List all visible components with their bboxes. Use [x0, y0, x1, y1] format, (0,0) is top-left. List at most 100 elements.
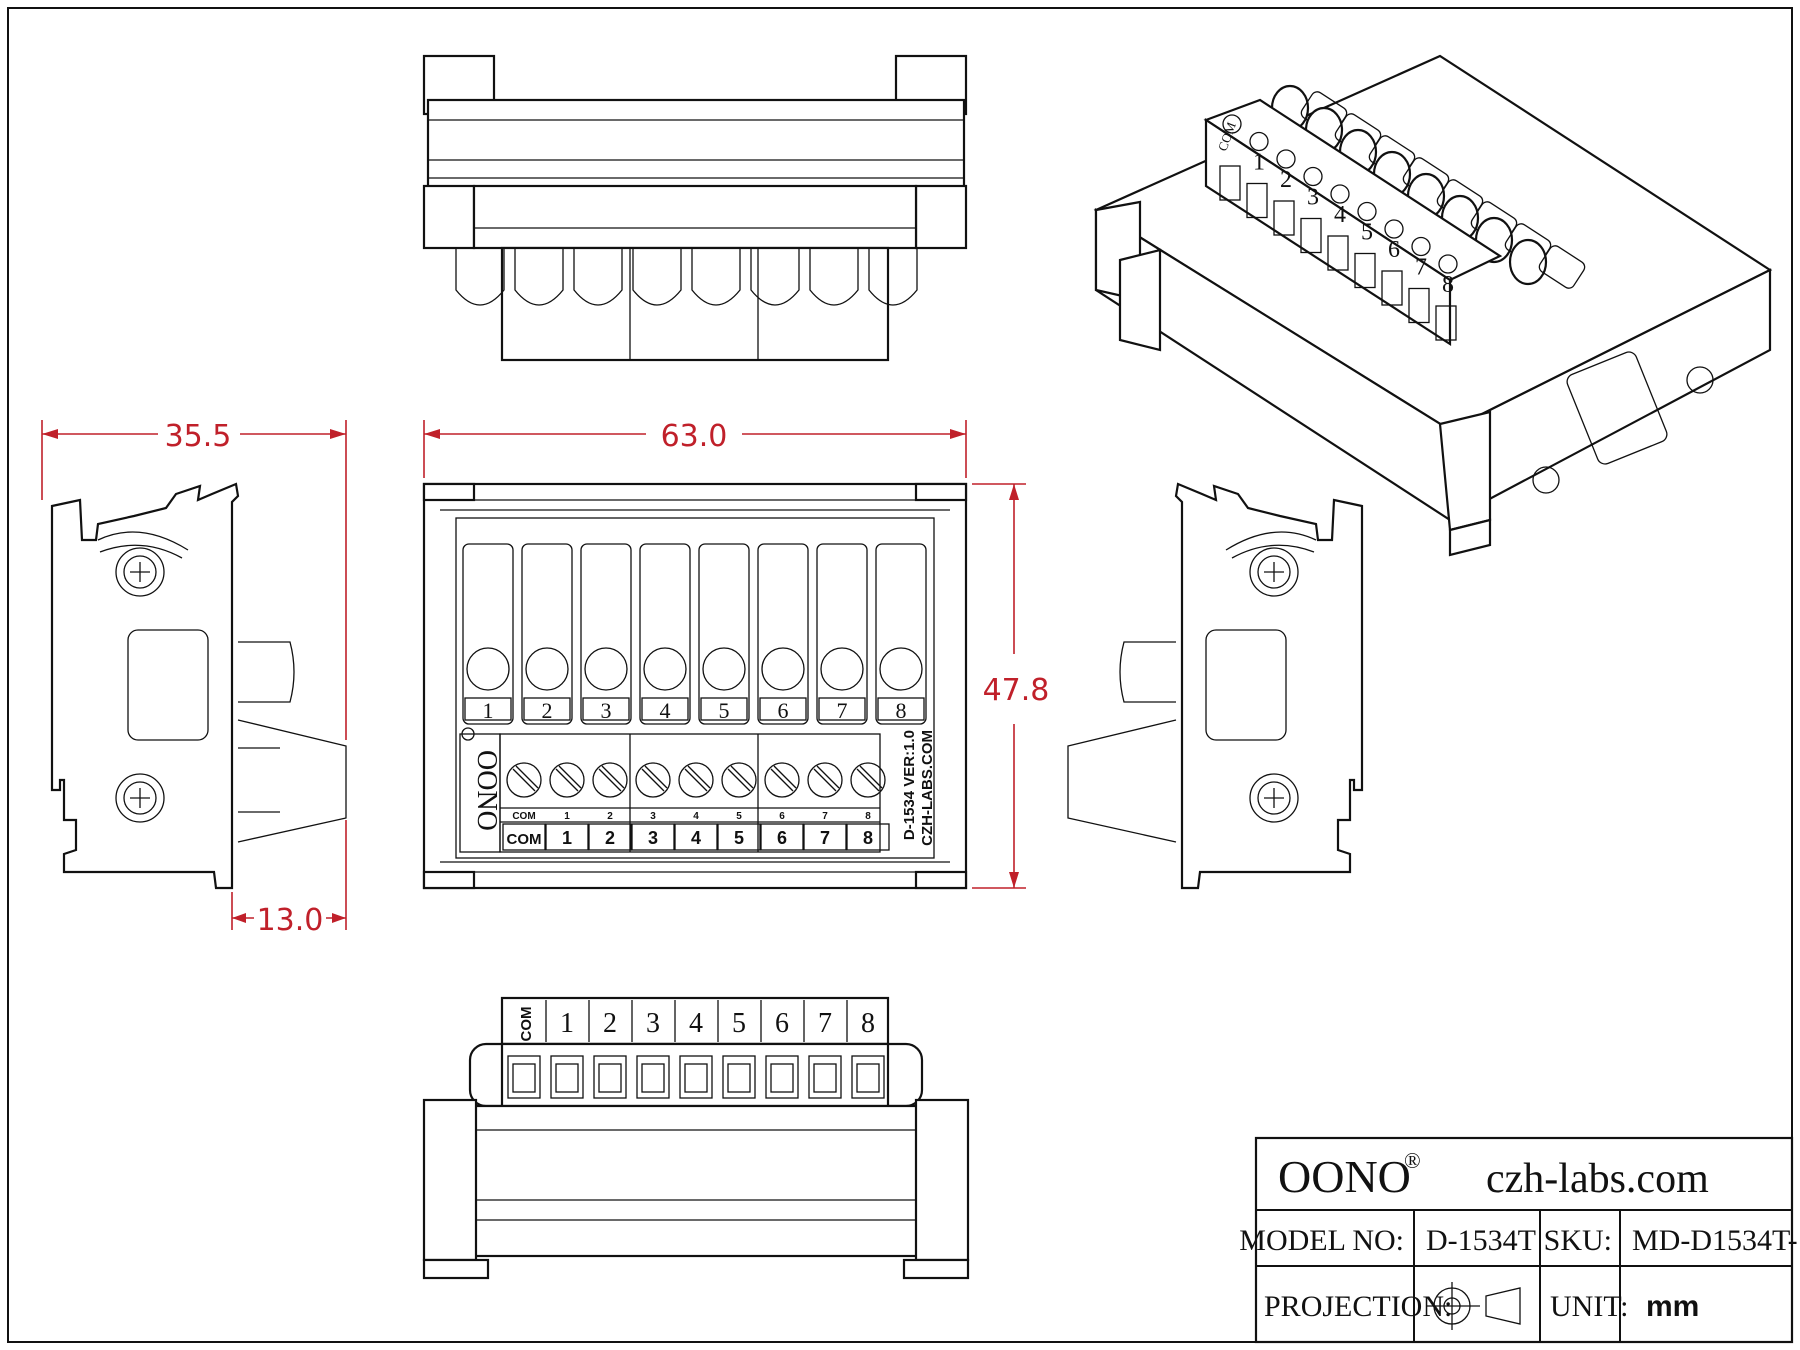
dim-length: 63.0 [661, 419, 728, 454]
led-label-box [759, 697, 807, 721]
projection-symbol-icon [1426, 1282, 1521, 1330]
bottom-terminal-label: 6 [775, 1008, 789, 1039]
mount-screw-icon [115, 547, 165, 597]
led-channel-label: 8 [896, 698, 907, 723]
iso-terminal-label: 8 [1442, 272, 1454, 298]
terminal-small-label: 4 [693, 811, 699, 822]
terminal-label: 5 [734, 828, 744, 848]
bottom-terminal-label: COM [518, 1007, 535, 1042]
terminal-screw-icon [721, 762, 757, 798]
led-window [462, 543, 514, 725]
bottom-terminal-label: 2 [603, 1008, 617, 1039]
terminal-small-label: 7 [822, 811, 828, 822]
top-led-icon [868, 248, 918, 306]
mount-screw-icon [115, 773, 165, 823]
led-channel-label: 7 [837, 698, 848, 723]
terminal-small-label: 5 [736, 811, 742, 822]
unit-label: UNIT: [1550, 1290, 1629, 1323]
terminal-label-box [588, 823, 632, 851]
led-icon [643, 647, 687, 691]
wire-entry-slot [593, 1055, 627, 1099]
terminal-label: 2 [605, 828, 615, 848]
bottom-terminal-label: 7 [818, 1008, 832, 1039]
dim-rail-offset: 13.0 [257, 903, 324, 938]
wire-entry-inner [684, 1063, 708, 1093]
led-channel-label: 3 [601, 698, 612, 723]
iso-led-window [1538, 245, 1586, 289]
led-window [816, 543, 868, 725]
iso-terminal-label: 6 [1388, 237, 1400, 263]
terminal-small-label: 1 [564, 811, 570, 822]
led-channel-label: 4 [660, 698, 671, 723]
led-channel-label: 6 [778, 698, 789, 723]
led-icon [761, 647, 805, 691]
iso-wire-slot [1381, 270, 1403, 306]
terminal-screw-icon [850, 762, 886, 798]
iso-screw-icon [1686, 366, 1714, 394]
led-label-box [523, 697, 571, 721]
terminal-label-box [545, 823, 589, 851]
wire-entry-inner [598, 1063, 622, 1093]
dimensions: 63.0 47.8 35.5 13.0 [41, 419, 1049, 938]
right-side-view [1067, 482, 1364, 890]
title-block: OONO ® czh-labs.com MODEL NO: D-1534T SK… [1239, 1136, 1800, 1344]
top-led-icon [573, 248, 623, 306]
iso-terminal-label: 2 [1280, 167, 1292, 193]
wire-entry-slot [679, 1055, 713, 1099]
iso-terminal-screw-icon [1222, 114, 1242, 134]
iso-terminal-screw-icon [1357, 201, 1377, 222]
led-window [757, 543, 809, 725]
wire-entry-slot [507, 1055, 541, 1099]
terminal-label: 8 [863, 828, 873, 848]
terminal-label: 3 [648, 828, 658, 848]
terminal-label: 6 [777, 828, 787, 848]
terminal-label: 1 [562, 828, 572, 848]
terminal-label-box [803, 823, 847, 851]
wire-entry-slot [550, 1055, 584, 1099]
iso-wire-slot [1435, 305, 1457, 341]
wire-entry-inner [856, 1063, 880, 1093]
iso-terminal-label: 1 [1253, 150, 1265, 176]
led-icon [702, 647, 746, 691]
iso-led-icon [1508, 238, 1548, 286]
bottom-terminal-label: 1 [560, 1008, 574, 1039]
projection-label: PROJECTION: [1264, 1290, 1452, 1323]
mount-screw-icon [1249, 547, 1299, 597]
iso-wire-slot [1273, 200, 1295, 236]
terminal-label-box [674, 823, 718, 851]
terminal-label-box [760, 823, 804, 851]
iso-terminal-screw-icon [1276, 149, 1296, 169]
registered-mark: ® [1404, 1148, 1421, 1173]
iso-terminal-label: 7 [1415, 255, 1427, 281]
led-icon [584, 647, 628, 691]
terminal-small-label: COM [512, 811, 535, 822]
terminal-label-box [502, 823, 546, 851]
iso-terminal-screw-icon [1411, 236, 1431, 257]
wire-entry-inner [512, 1063, 536, 1093]
board-logo: OONO [471, 750, 502, 831]
board-model-line: D-1534 VER:1.0 [901, 730, 918, 840]
sku-value: MD-D1534T-1 [1632, 1224, 1800, 1257]
bottom-terminal-label: 8 [861, 1008, 875, 1039]
terminal-small-label: 6 [779, 811, 785, 822]
iso-terminal-screw-icon [1438, 254, 1458, 274]
iso-wire-slot [1246, 182, 1268, 219]
terminal-label-box [631, 823, 675, 851]
led-window [698, 543, 750, 725]
wire-entry-slot [636, 1055, 670, 1099]
iso-wire-slot [1219, 165, 1241, 201]
wire-entry-inner [727, 1063, 751, 1093]
top-led-icon [691, 248, 741, 306]
unit-value: mm [1646, 1290, 1699, 1323]
terminal-label: COM [507, 831, 542, 848]
led-icon [820, 647, 864, 691]
top-led-icon [632, 248, 682, 306]
top-led-icon [750, 248, 800, 306]
top-led-icon [809, 248, 859, 306]
led-label-box [818, 697, 866, 721]
iso-terminal-label: 4 [1334, 202, 1346, 228]
ground-mark-icon [461, 727, 475, 741]
terminal-label: 4 [691, 828, 701, 848]
